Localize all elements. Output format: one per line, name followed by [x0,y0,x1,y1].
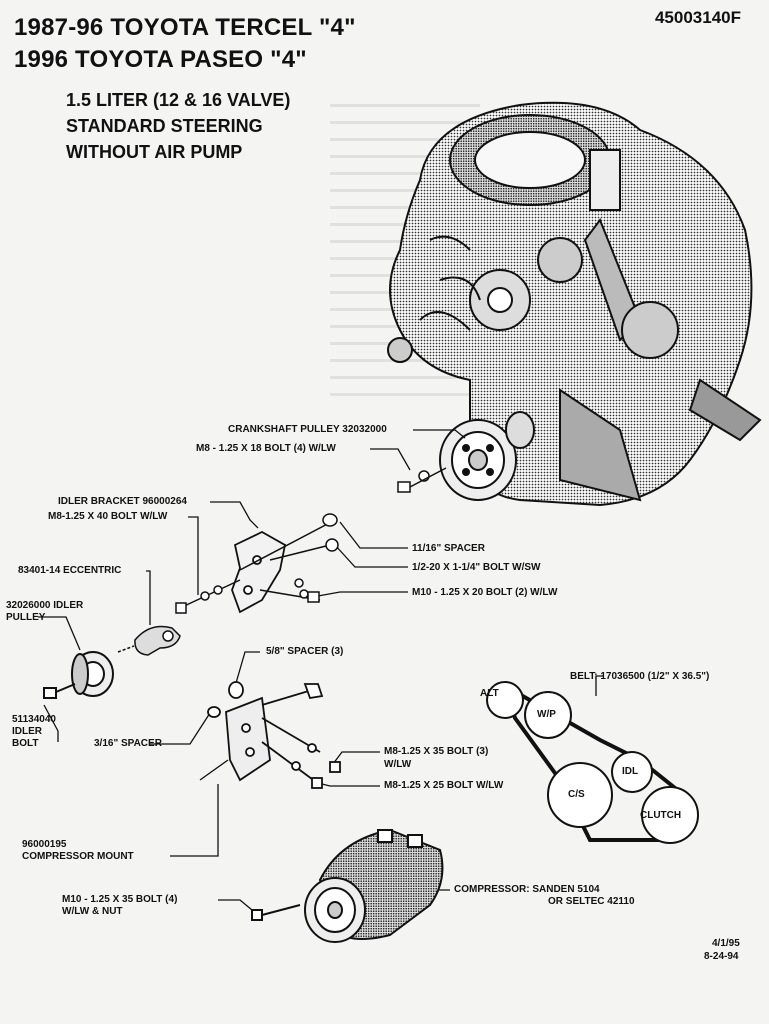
m8-40-bolt-label: M8-1.25 X 40 BOLT W/LW [48,511,168,522]
compressor [251,828,444,943]
title-line-1: 1987-96 TOYOTA TERCEL "4" [14,14,356,41]
spec-line-2: STANDARD STEERING [66,116,263,136]
m8-35-bolt-label-2: W/LW [384,759,412,770]
belt-label: BELT: 17036500 (1/2" X 36.5") [570,671,710,682]
idler-bracket-label: IDLER BRACKET 96000264 [58,496,187,507]
title-line-2: 1996 TOYOTA PASEO "4" [14,46,307,73]
compressor-label-2: OR SELTEC 42110 [548,896,635,907]
crankshaft-pulley-label: CRANKSHAFT PULLEY 32032000 [228,424,387,435]
belt-idl-label: IDL [622,766,639,777]
idler-pulley-label-2: PULLEY [6,612,46,623]
belt-wp-label: W/P [537,709,556,720]
idler-bolt-label-3: BOLT [12,738,39,749]
m10-35-bolt-label-2: W/LW & NUT [62,906,123,917]
eccentric [117,625,181,656]
idler-bolt-label-1: 51134040 [12,714,56,725]
m8-18-bolt-label: M8 - 1.25 X 18 BOLT (4) W/LW [196,443,336,454]
m8-35-bolt-label-1: M8-1.25 X 35 BOLT (3) [384,746,489,757]
compressor-mount-label-1: 96000195 [22,839,67,850]
belt-alt-label: ALT [480,688,499,699]
compressor-mount [207,681,341,789]
m10-20-bolt-label: M10 - 1.25 X 20 BOLT (2) W/LW [412,587,558,598]
m8-25-bolt-label: M8-1.25 X 25 BOLT W/LW [384,780,504,791]
idler-bolt-label-2: IDLER [12,726,42,737]
compressor-label-1: COMPRESSOR: SANDEN 5104 [454,884,600,895]
spacer-3-16-label: 3/16" SPACER [94,738,162,749]
leader-lines [38,429,604,911]
spacer-5-8-label: 5/8" SPACER (3) [266,646,344,657]
part-number: 45003140F [654,8,741,27]
m10-35-bolt-label-1: M10 - 1.25 X 35 BOLT (4) [62,894,178,905]
belt-cs-label: C/S [568,789,585,800]
engine-illustration [387,101,762,507]
spec-line-1: 1.5 LITER (12 & 16 VALVE) [66,90,291,110]
date-1: 4/1/95 [712,938,740,949]
bolt-half-20-label: 1/2-20 X 1-1/4" BOLT W/SW [412,562,541,573]
belt-routing-diagram [486,681,699,844]
idler-pulley-label-1: 32026000 IDLER [6,600,84,611]
belt-clutch-label: CLUTCH [640,810,682,821]
date-2: 8-24-94 [704,951,739,962]
eccentric-label: 83401-14 ECCENTRIC [18,565,122,576]
idler-bracket [231,530,287,614]
crankshaft-pulley [439,411,535,501]
spacer-11-16-label: 11/16" SPACER [412,543,485,554]
idler-pulley [43,651,114,699]
crank-bolt [397,467,447,493]
bracket-bolts [175,513,339,614]
spec-line-3: WITHOUT AIR PUMP [66,142,243,162]
compressor-mount-label-2: COMPRESSOR MOUNT [22,851,134,862]
